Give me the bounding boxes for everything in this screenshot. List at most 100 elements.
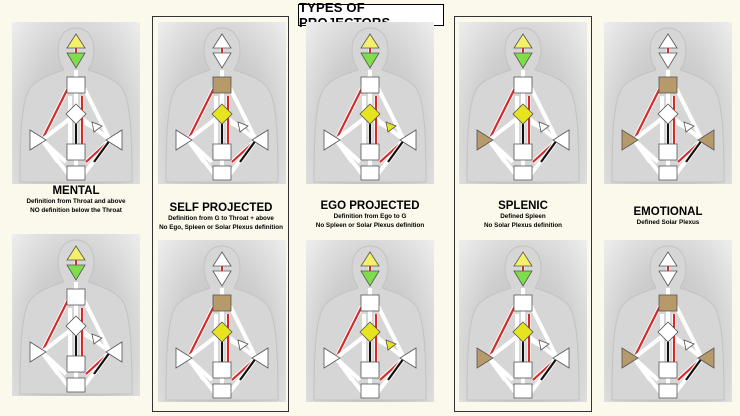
throat-center bbox=[658, 294, 678, 312]
g-center bbox=[211, 103, 233, 125]
bodygraph-svg bbox=[165, 27, 279, 183]
sacral-center bbox=[513, 143, 533, 161]
solar-plexus-center bbox=[399, 347, 417, 369]
bodygraph-svg bbox=[466, 27, 580, 183]
throat-center bbox=[66, 76, 86, 94]
ego-center bbox=[683, 121, 695, 133]
channel-activation bbox=[41, 299, 69, 353]
ajna-center bbox=[360, 52, 380, 69]
ego-center bbox=[91, 333, 103, 345]
splenic-line-1: Defined Spleen bbox=[500, 213, 546, 220]
channel bbox=[40, 138, 60, 164]
ajna-center bbox=[513, 52, 533, 69]
bodygraph-svg bbox=[313, 27, 427, 183]
mental-title: MENTAL bbox=[52, 185, 100, 197]
channel bbox=[334, 138, 354, 164]
channel-activation bbox=[335, 87, 363, 141]
head-center bbox=[360, 33, 380, 49]
ego-center bbox=[538, 339, 550, 351]
solar-plexus-center bbox=[251, 347, 269, 369]
ego-center bbox=[237, 121, 249, 133]
emotional-bodygraph-bottom bbox=[604, 240, 732, 402]
self-projected-frame bbox=[152, 16, 289, 412]
g-center bbox=[211, 321, 233, 343]
channel bbox=[487, 356, 507, 382]
ego-center bbox=[237, 339, 249, 351]
ego-projected-line-1: Definition from Ego to G bbox=[333, 213, 407, 220]
g-center bbox=[359, 321, 381, 343]
ajna-center bbox=[66, 52, 86, 69]
spleen-center bbox=[476, 347, 494, 369]
head-center bbox=[513, 251, 533, 267]
spleen-center bbox=[621, 129, 639, 151]
ajna-center bbox=[360, 270, 380, 287]
splenic-bodygraph-top bbox=[459, 22, 587, 184]
root-center bbox=[66, 165, 86, 181]
bodygraph-svg bbox=[19, 239, 133, 395]
solar-plexus-center bbox=[105, 341, 123, 363]
head-center bbox=[66, 245, 86, 261]
channel-activation bbox=[335, 305, 363, 359]
channel bbox=[529, 87, 559, 141]
g-center bbox=[657, 321, 679, 343]
channel bbox=[487, 333, 521, 360]
head-center bbox=[658, 33, 678, 49]
channel bbox=[186, 138, 206, 164]
channel bbox=[186, 115, 220, 142]
ajna-center bbox=[66, 264, 86, 281]
throat-center bbox=[66, 288, 86, 306]
bodygraph-svg bbox=[165, 245, 279, 401]
root-center bbox=[66, 377, 86, 393]
channel-activation bbox=[93, 351, 111, 375]
channel bbox=[376, 305, 406, 359]
solar-plexus-center bbox=[697, 129, 715, 151]
channel bbox=[674, 305, 704, 359]
channel-activation bbox=[540, 357, 558, 381]
ajna-center bbox=[212, 270, 232, 287]
sacral-center bbox=[66, 143, 86, 161]
sacral-center bbox=[658, 143, 678, 161]
solar-plexus-center bbox=[697, 347, 715, 369]
root-center bbox=[212, 165, 232, 181]
ego-projected-bodygraph-top bbox=[306, 22, 434, 184]
ego-center bbox=[538, 121, 550, 133]
throat-center bbox=[212, 294, 232, 312]
splenic-caption: SPLENIC Defined Spleen No Solar Plexus d… bbox=[448, 200, 598, 230]
mental-bodygraph-bottom bbox=[12, 234, 140, 396]
splenic-line-2: No Solar Plexus definition bbox=[483, 221, 563, 229]
channel bbox=[228, 87, 258, 141]
ego-center bbox=[91, 121, 103, 133]
channel bbox=[40, 327, 74, 354]
channel-activation bbox=[239, 139, 257, 163]
ego-center bbox=[683, 339, 695, 351]
root-center bbox=[513, 383, 533, 399]
sacral-center bbox=[66, 355, 86, 373]
channel-activation bbox=[633, 305, 661, 359]
ajna-center bbox=[658, 52, 678, 69]
ego-projected-line-2: No Spleen or Solar Plexus definition bbox=[315, 221, 425, 229]
ego-projected-caption: EGO PROJECTED Definition from Ego to G N… bbox=[295, 200, 445, 230]
channel bbox=[487, 115, 521, 142]
channel-activation bbox=[187, 87, 215, 141]
channel bbox=[186, 356, 206, 382]
channel-activation bbox=[540, 139, 558, 163]
sacral-center bbox=[212, 361, 232, 379]
channel bbox=[376, 87, 406, 141]
throat-center bbox=[658, 76, 678, 94]
head-center bbox=[658, 251, 678, 267]
self-projected-title: SELF PROJECTED bbox=[169, 202, 273, 214]
channel bbox=[82, 299, 112, 353]
ajna-center bbox=[658, 270, 678, 287]
solar-plexus-center bbox=[399, 129, 417, 151]
sacral-center bbox=[658, 361, 678, 379]
splenic-bodygraph-bottom bbox=[459, 240, 587, 402]
ego-projected-bodygraph-bottom bbox=[306, 240, 434, 402]
head-center bbox=[212, 251, 232, 267]
channel bbox=[674, 87, 704, 141]
mental-caption: MENTAL Definition from Throat and above … bbox=[1, 185, 151, 215]
g-center bbox=[359, 103, 381, 125]
channel bbox=[334, 356, 354, 382]
g-center bbox=[65, 103, 87, 125]
solar-plexus-center bbox=[552, 347, 570, 369]
channel bbox=[40, 350, 60, 376]
